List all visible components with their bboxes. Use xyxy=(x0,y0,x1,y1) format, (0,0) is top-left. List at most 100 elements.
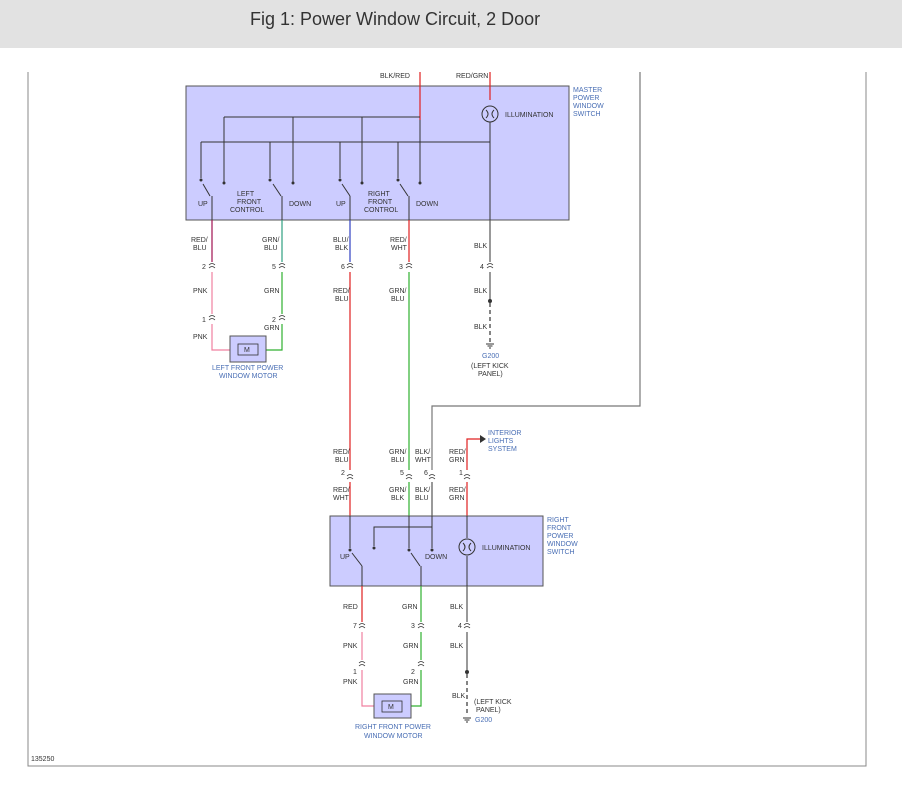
svg-text:BLU: BLU xyxy=(264,245,278,252)
master-left-up-label: UP xyxy=(198,201,208,208)
master-connector-symbols xyxy=(208,263,494,321)
svg-text:BLU: BLU xyxy=(391,296,405,303)
right-motor-pin-labels: 1 PNK 2 GRN xyxy=(343,669,419,686)
svg-text:POWER: POWER xyxy=(573,95,599,102)
ground-bottom-label: BLK (LEFT KICK PANEL) G200 xyxy=(452,693,512,724)
svg-text:2: 2 xyxy=(272,317,276,324)
svg-text:GRN/: GRN/ xyxy=(389,487,407,494)
right-switch-connector-symbols xyxy=(346,474,471,480)
svg-text:BLK: BLK xyxy=(474,243,488,250)
master-right-up-label: UP xyxy=(336,201,346,208)
figure-header: Fig 1: Power Window Circuit, 2 Door xyxy=(0,0,902,48)
svg-text:PNK: PNK xyxy=(343,643,358,650)
right-output-connector-labels: RED 7 PNK GRN 3 GRN BLK 4 BLK xyxy=(343,604,464,650)
right-switch-up-label: UP xyxy=(340,554,350,561)
svg-text:5: 5 xyxy=(400,470,404,477)
svg-text:PNK: PNK xyxy=(193,334,208,341)
svg-text:LEFT: LEFT xyxy=(237,191,255,198)
svg-text:PANEL): PANEL) xyxy=(478,371,503,378)
svg-text:BLU: BLU xyxy=(335,296,349,303)
svg-text:FRONT: FRONT xyxy=(368,199,393,206)
svg-text:WHT: WHT xyxy=(391,245,408,252)
left-motor-icon: M xyxy=(237,343,259,356)
master-switch-box xyxy=(185,85,570,221)
svg-text:BLU/: BLU/ xyxy=(333,237,349,244)
svg-text:RIGHT: RIGHT xyxy=(368,191,391,198)
svg-text:GRN: GRN xyxy=(402,604,418,611)
wire-pnk-right-motor xyxy=(361,670,374,707)
svg-text:MASTER: MASTER xyxy=(573,87,602,94)
svg-text:GRN: GRN xyxy=(403,679,419,686)
svg-text:5: 5 xyxy=(272,264,276,271)
right-motor-label: RIGHT FRONT POWER WINDOW MOTOR xyxy=(355,724,431,740)
right-front-control-label: RIGHT FRONT CONTROL xyxy=(364,191,398,214)
right-lamp-filament-icon xyxy=(462,542,472,552)
svg-text:RED/: RED/ xyxy=(333,288,350,295)
svg-text:M: M xyxy=(388,704,394,711)
master-internal-wiring xyxy=(200,116,491,220)
svg-text:BLK: BLK xyxy=(474,324,488,331)
svg-text:BLK: BLK xyxy=(474,288,488,295)
interior-lights-label: INTERIOR LIGHTS SYSTEM xyxy=(488,430,521,453)
svg-text:SWITCH: SWITCH xyxy=(573,111,601,118)
left-front-control-label: LEFT FRONT CONTROL xyxy=(230,191,264,214)
svg-text:WHT: WHT xyxy=(415,457,432,464)
svg-text:INTERIOR: INTERIOR xyxy=(488,430,521,437)
diagram-frame xyxy=(27,72,867,767)
svg-text:POWER: POWER xyxy=(547,533,573,540)
svg-text:RED/: RED/ xyxy=(191,237,208,244)
svg-text:RED/: RED/ xyxy=(449,449,466,456)
svg-text:1: 1 xyxy=(459,470,463,477)
figure-id: 135250 xyxy=(31,756,54,763)
svg-text:6: 6 xyxy=(424,470,428,477)
svg-text:BLK: BLK xyxy=(335,245,349,252)
svg-text:GRN: GRN xyxy=(449,457,465,464)
svg-text:7: 7 xyxy=(353,623,357,630)
svg-text:BLU: BLU xyxy=(335,457,349,464)
svg-text:GRN/: GRN/ xyxy=(389,449,407,456)
svg-text:WINDOW: WINDOW xyxy=(547,541,578,548)
wire-to-interior-lights xyxy=(466,438,480,470)
svg-text:WHT: WHT xyxy=(333,495,350,502)
figure-title: Fig 1: Power Window Circuit, 2 Door xyxy=(250,9,541,29)
wire-blk-wht-route xyxy=(431,72,641,470)
svg-text:RED/: RED/ xyxy=(333,449,350,456)
svg-text:CONTROL: CONTROL xyxy=(230,207,264,214)
svg-text:4: 4 xyxy=(458,623,462,630)
right-switch-down-label: DOWN xyxy=(425,554,447,561)
wire-grn-right-motor xyxy=(411,670,422,707)
svg-text:LIGHTS: LIGHTS xyxy=(488,438,514,445)
lamp-filament-icon xyxy=(485,109,495,119)
svg-text:PNK: PNK xyxy=(343,679,358,686)
svg-text:SWITCH: SWITCH xyxy=(547,549,575,556)
svg-text:GRN: GRN xyxy=(264,288,280,295)
right-switch-internal-wiring xyxy=(349,516,468,586)
svg-text:FRONT: FRONT xyxy=(237,199,262,206)
right-illumination-label: ILLUMINATION xyxy=(482,545,531,552)
svg-text:GRN: GRN xyxy=(449,495,465,502)
right-motor-box xyxy=(373,693,412,719)
right-switch-connector-labels: RED/ BLU 2 RED/ WHT GRN/ BLU 5 GRN/ BLK … xyxy=(333,449,466,502)
svg-text:BLU: BLU xyxy=(391,457,405,464)
svg-text:SYSTEM: SYSTEM xyxy=(488,446,517,453)
master-connector-labels: RED/ BLU 2 PNK GRN/ BLU 5 GRN BLU/ BLK 6… xyxy=(191,237,488,303)
svg-text:1: 1 xyxy=(202,317,206,324)
svg-text:WINDOW MOTOR: WINDOW MOTOR xyxy=(219,373,278,380)
svg-text:RED: RED xyxy=(343,604,358,611)
illumination-lamp-icon xyxy=(481,105,499,123)
svg-text:4: 4 xyxy=(480,264,484,271)
ground-top-icon xyxy=(486,343,494,349)
right-illumination-lamp-icon xyxy=(458,538,476,556)
right-switch-label: RIGHT FRONT POWER WINDOW SWITCH xyxy=(547,517,578,556)
svg-text:PNK: PNK xyxy=(193,288,208,295)
wire-label-red-grn: RED/GRN xyxy=(456,73,488,80)
svg-text:PANEL): PANEL) xyxy=(476,707,501,714)
svg-text:LEFT FRONT POWER: LEFT FRONT POWER xyxy=(212,365,283,372)
master-switch-label: MASTER POWER WINDOW SWITCH xyxy=(573,87,604,118)
svg-text:3: 3 xyxy=(411,623,415,630)
wire-label-blk-red: BLK/RED xyxy=(380,73,410,80)
svg-text:BLK: BLK xyxy=(450,604,464,611)
interior-lights-arrow-icon xyxy=(480,435,486,443)
svg-text:RED/: RED/ xyxy=(333,487,350,494)
